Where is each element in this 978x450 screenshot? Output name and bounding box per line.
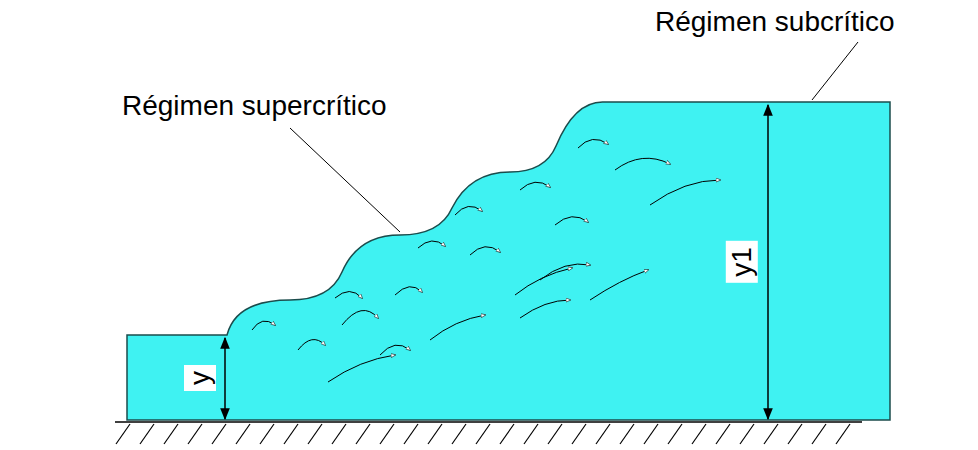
region-label: Régimen supercrítico <box>122 92 387 120</box>
depth-dimension <box>767 105 769 419</box>
turbulence-swirls <box>252 139 720 382</box>
ground-line <box>115 421 862 423</box>
depth-label: y1 <box>726 241 758 283</box>
depth-label: y <box>184 365 216 391</box>
region-label: Régimen subcrítico <box>655 8 895 36</box>
depth-dimension <box>224 338 226 419</box>
ground-hatching <box>116 424 850 444</box>
leader-line <box>812 42 858 100</box>
leader-line <box>290 128 400 232</box>
water-body <box>127 102 890 420</box>
